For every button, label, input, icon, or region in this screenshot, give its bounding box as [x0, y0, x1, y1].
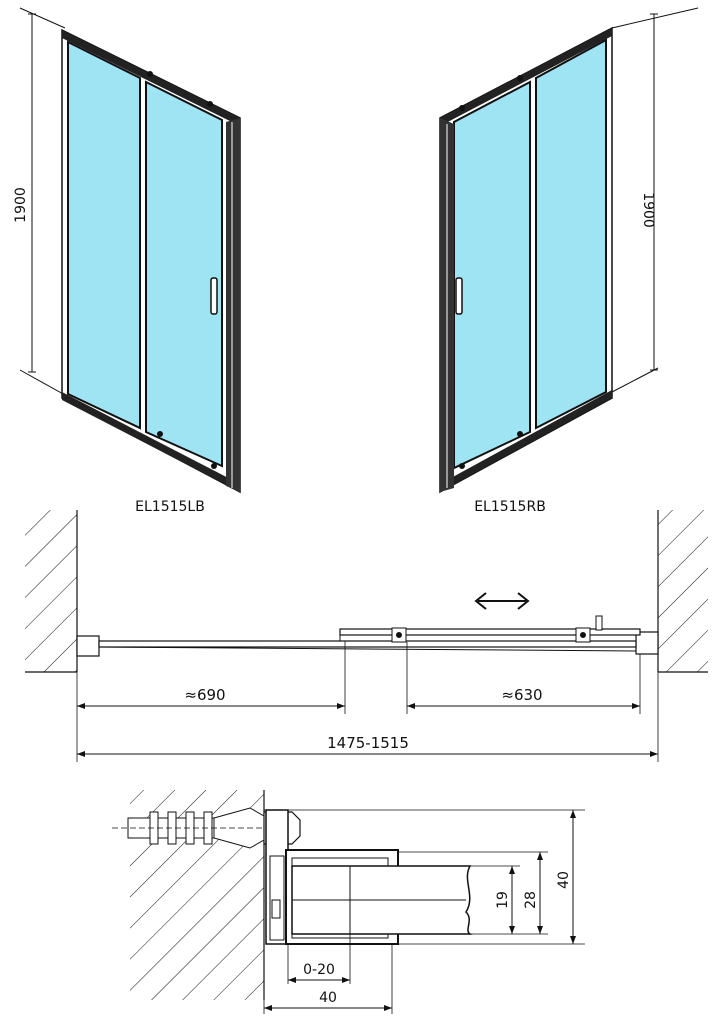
left-glass-panel-1 — [67, 40, 141, 430]
left-door-view: 1900 EL1515LB — [13, 7, 241, 515]
dim-28: 28 — [523, 891, 539, 909]
left-model-label: EL1515LB — [135, 499, 205, 515]
dim-19: 19 — [495, 891, 511, 909]
left-glass-panel-2 — [145, 80, 223, 468]
opening-left-dim: ≈690 — [184, 686, 225, 704]
dim-40-vertical: 40 — [556, 871, 572, 889]
left-height-label: 1900 — [13, 187, 29, 223]
right-door-view: 1900 EL1515RB — [439, 7, 699, 515]
opening-right-dim: ≈630 — [501, 686, 542, 704]
profile-detail: 40 28 19 0-20 40 — [112, 790, 585, 1014]
profile-width-dim: 40 — [319, 990, 337, 1006]
right-glass-panel-2 — [453, 80, 531, 470]
right-glass-panel-1 — [535, 38, 607, 430]
right-model-label: EL1515RB — [474, 499, 546, 515]
plan-view: ≈690 ≈630 1475-1515 — [25, 510, 708, 762]
right-height-label: 1900 — [640, 192, 656, 228]
right-door-handle — [455, 277, 463, 315]
slide-direction-arrow-icon — [474, 592, 530, 610]
left-door-handle — [210, 277, 218, 315]
total-width-dim: 1475-1515 — [327, 734, 409, 752]
adjust-range-dim: 0-20 — [303, 962, 335, 978]
